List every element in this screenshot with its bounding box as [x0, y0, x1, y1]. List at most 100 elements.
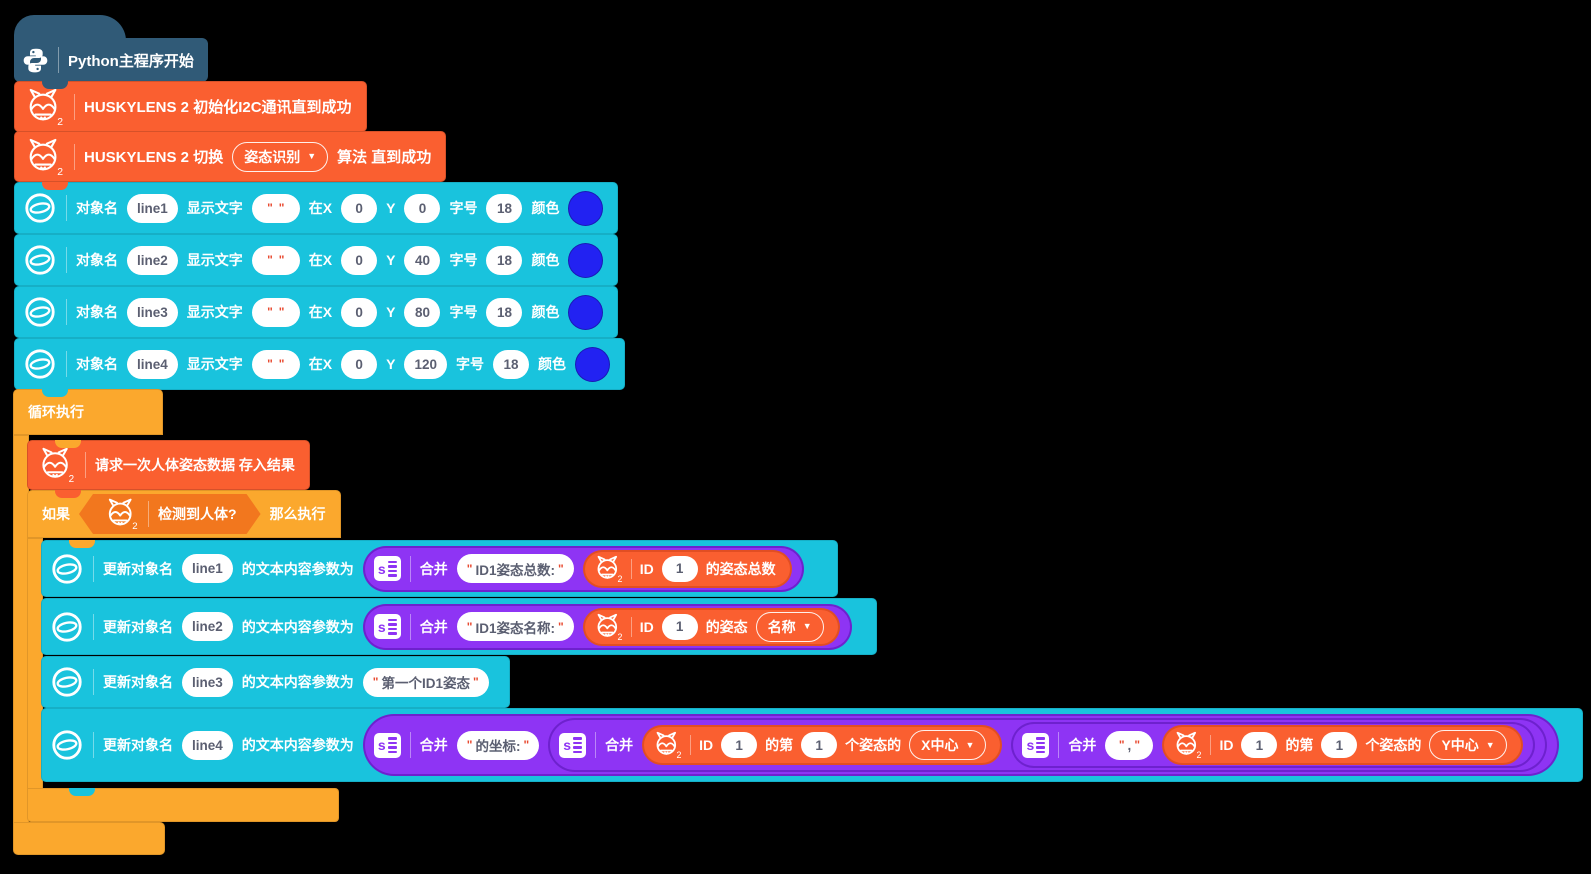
- x-input[interactable]: 0: [341, 349, 378, 379]
- x-input[interactable]: 0: [341, 297, 378, 327]
- object-name-input[interactable]: line3: [127, 297, 178, 327]
- forever-loop-block[interactable]: 循环执行: [13, 389, 163, 435]
- display-text-block[interactable]: 对象名 line4 显示文字 "" 在X 0 Y 120 字号 18 颜色: [14, 338, 625, 390]
- huskylens-request-block[interactable]: 2 请求一次人体姿态数据 存入结果: [27, 440, 310, 490]
- id-input[interactable]: 1: [661, 555, 698, 582]
- text-input[interactable]: "": [251, 349, 300, 379]
- loop-block-foot[interactable]: [13, 822, 165, 855]
- block-notch: [69, 788, 95, 796]
- color-picker[interactable]: [568, 242, 604, 278]
- object-name-input[interactable]: line1: [182, 554, 233, 583]
- label-show-text: 显示文字: [186, 252, 243, 268]
- display-text-block[interactable]: 对象名 line2 显示文字 "" 在X 0 Y 40 字号 18 颜色: [14, 234, 619, 286]
- hat-block-bump[interactable]: [14, 15, 126, 41]
- join-label: 合并: [419, 737, 448, 753]
- huskylens-icon-sub: 2: [1197, 750, 1202, 759]
- label-suffix: 个姿态的: [845, 737, 902, 753]
- huskylens-icon: 2: [36, 447, 76, 483]
- label-mid: 的第: [765, 737, 794, 753]
- object-name-input[interactable]: line2: [127, 245, 178, 275]
- display-icon: [50, 552, 84, 586]
- x-input[interactable]: 0: [341, 193, 378, 223]
- coord-dropdown-value: Y中心: [1441, 737, 1479, 753]
- boolean-condition-block[interactable]: 2 检测到人体?: [79, 494, 261, 534]
- if-block[interactable]: 如果 2 检测到人体? 那么执行: [27, 490, 341, 538]
- text-input[interactable]: "": [251, 297, 300, 327]
- huskylens-pose-y-reporter[interactable]: 2 ID 1 的第 1 个姿态的 Y中心 ▼: [1162, 725, 1523, 765]
- divider: [409, 555, 411, 582]
- y-input[interactable]: 120: [404, 349, 447, 379]
- chevron-down-icon: ▼: [1485, 739, 1495, 750]
- join-label: 合并: [605, 737, 634, 753]
- display-text-block[interactable]: 对象名 line1 显示文字 "" 在X 0 Y 0 字号 18 颜色: [14, 182, 619, 234]
- huskylens-init-block[interactable]: 2 HUSKYLENS 2 初始化I2C通讯直到成功: [14, 81, 367, 132]
- join-string-block[interactable]: s 合并 "," 2: [1011, 722, 1535, 768]
- id-input[interactable]: 1: [721, 732, 758, 758]
- join-string-block[interactable]: s 合并 "ID1姿态总数:" 2 ID 1: [362, 545, 804, 592]
- huskylens-icon-sub: 2: [677, 750, 682, 759]
- index-input[interactable]: 1: [1321, 732, 1358, 758]
- label-show-text: 显示文字: [186, 200, 243, 216]
- chevron-down-icon: ▼: [307, 151, 317, 161]
- text-input[interactable]: ",": [1105, 730, 1154, 760]
- divider: [1210, 735, 1212, 755]
- coord-dropdown[interactable]: X中心 ▼: [909, 730, 987, 760]
- text-input[interactable]: "": [251, 193, 300, 223]
- x-input[interactable]: 0: [341, 245, 378, 275]
- update-text-block[interactable]: 更新对象名 line1 的文本内容参数为 s 合并 "ID1姿态总数:" 2: [41, 540, 838, 597]
- update-text-block[interactable]: 更新对象名 line2 的文本内容参数为 s 合并 "ID1姿态名称:" 2: [41, 598, 877, 655]
- font-size-input[interactable]: 18: [492, 349, 529, 379]
- color-picker[interactable]: [568, 190, 604, 226]
- object-name-input[interactable]: line3: [182, 667, 233, 697]
- algorithm-dropdown[interactable]: 姿态识别 ▼: [232, 141, 329, 172]
- text-input[interactable]: "": [251, 245, 300, 275]
- condition-label: 检测到人体?: [158, 506, 237, 522]
- display-text-block[interactable]: 对象名 line3 显示文字 "" 在X 0 Y 80 字号 18 颜色: [14, 286, 619, 338]
- coord-dropdown[interactable]: Y中心 ▼: [1429, 730, 1507, 760]
- font-size-input[interactable]: 18: [486, 297, 523, 327]
- join-string-block[interactable]: s 合并 "的坐标:" s 合并 2: [362, 714, 1559, 776]
- huskylens-pose-total-reporter[interactable]: 2 ID 1 的姿态总数: [582, 549, 792, 588]
- text-input[interactable]: "ID1姿态名称:": [456, 612, 574, 641]
- text-input[interactable]: "的坐标:": [456, 730, 540, 760]
- update-text-block[interactable]: 更新对象名 line3 的文本内容参数为 "第一个ID1姿态": [41, 656, 510, 708]
- object-name-input[interactable]: line4: [182, 730, 233, 760]
- y-input[interactable]: 80: [404, 297, 441, 327]
- update-text-block[interactable]: 更新对象名 line4 的文本内容参数为 s 合并 "的坐标:" s 合并: [41, 708, 1583, 782]
- color-picker[interactable]: [568, 294, 604, 330]
- pose-attr-dropdown-value: 名称: [767, 618, 796, 635]
- pose-attr-dropdown[interactable]: 名称 ▼: [755, 611, 824, 642]
- join-label: 合并: [1068, 737, 1097, 753]
- label-param: 的文本内容参数为: [241, 737, 354, 753]
- index-input[interactable]: 1: [801, 732, 838, 758]
- display-icon: [50, 665, 84, 699]
- divider: [93, 613, 94, 640]
- divider: [630, 558, 632, 579]
- id-input[interactable]: 1: [661, 613, 698, 640]
- huskylens-switch-algorithm-block[interactable]: 2 HUSKYLENS 2 切换 姿态识别 ▼ 算法 直到成功: [14, 131, 447, 182]
- join-string-block[interactable]: s 合并 2 ID: [548, 718, 1547, 772]
- huskylens-icon: 2: [23, 138, 65, 176]
- huskylens-icon-sub: 2: [617, 631, 622, 640]
- object-name-input[interactable]: line2: [182, 612, 233, 641]
- y-input[interactable]: 0: [404, 193, 441, 223]
- object-name-input[interactable]: line4: [127, 349, 178, 379]
- font-size-input[interactable]: 18: [486, 245, 523, 275]
- huskylens-icon: 2: [1172, 731, 1202, 759]
- join-string-block[interactable]: s 合并 "ID1姿态名称:" 2 ID 1: [362, 603, 852, 650]
- huskylens-pose-x-reporter[interactable]: 2 ID 1 的第 1 个姿态的 X中心 ▼: [642, 725, 1003, 765]
- init-label: HUSKYLENS 2 初始化I2C通讯直到成功: [84, 99, 352, 116]
- divider: [93, 732, 94, 758]
- font-size-input[interactable]: 18: [486, 193, 523, 223]
- id-input[interactable]: 1: [1241, 732, 1278, 758]
- text-input[interactable]: "ID1姿态总数:": [456, 554, 574, 583]
- object-name-input[interactable]: line1: [127, 193, 178, 223]
- y-input[interactable]: 40: [404, 245, 441, 275]
- huskylens-pose-name-reporter[interactable]: 2 ID 1 的姿态 名称 ▼: [582, 607, 840, 646]
- color-picker[interactable]: [574, 346, 610, 382]
- python-start-block[interactable]: Python主程序开始: [14, 38, 208, 82]
- divider: [66, 195, 67, 221]
- divider: [74, 93, 75, 120]
- text-input[interactable]: "第一个ID1姿态": [362, 667, 489, 697]
